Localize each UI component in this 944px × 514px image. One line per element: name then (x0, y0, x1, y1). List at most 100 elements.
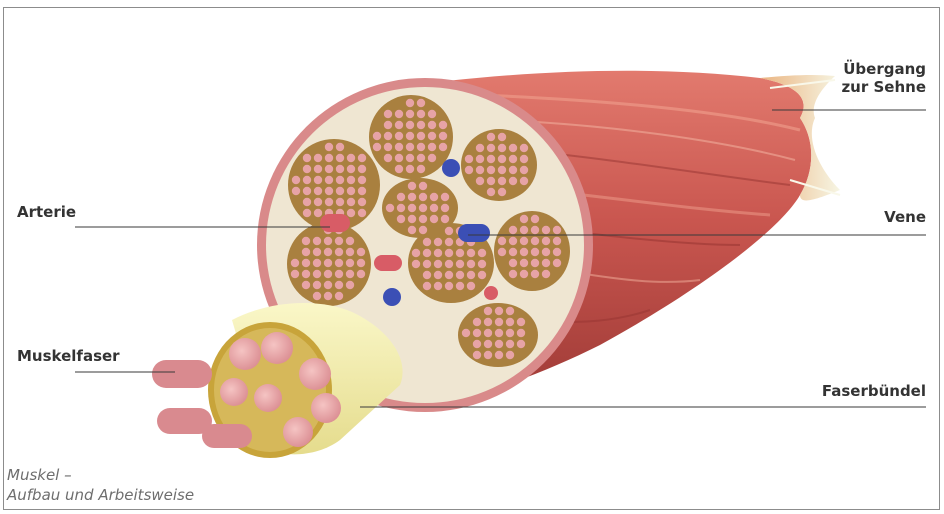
fibre-dot (476, 166, 484, 174)
fibre-dot (495, 351, 503, 359)
fibre-dot (520, 177, 528, 185)
fibre-dot (325, 187, 333, 195)
fibre-dot (531, 237, 539, 245)
fibre-dot (373, 143, 381, 151)
fibre-dot (417, 154, 425, 162)
fibre-dot (384, 121, 392, 129)
fibre-dot (303, 154, 311, 162)
fibre-dot (495, 307, 503, 315)
fibre-dot (553, 248, 561, 256)
fibre-dot (498, 188, 506, 196)
caption-line1: Muskel – (7, 465, 194, 485)
fibre-dot (346, 259, 354, 267)
fibre-dot (434, 238, 442, 246)
fibre-dot (465, 166, 473, 174)
fibre-dot (506, 340, 514, 348)
fibre-dot (347, 198, 355, 206)
fibre-dot (313, 270, 321, 278)
fibre-dot (517, 329, 525, 337)
fibre-dot (291, 259, 299, 267)
fibre-dot (336, 154, 344, 162)
fibre-dot (358, 154, 366, 162)
fibre-dot (434, 271, 442, 279)
fibre-dot (434, 249, 442, 257)
fibre-dot (445, 249, 453, 257)
fibre-dot (495, 318, 503, 326)
fibre-dot (428, 154, 436, 162)
fibre-dot (357, 259, 365, 267)
fibre-dot (419, 204, 427, 212)
fibre-dot (439, 121, 447, 129)
fibre-dot (498, 166, 506, 174)
fibre-dot (506, 351, 514, 359)
fibre-dot (428, 110, 436, 118)
fibre-dot (335, 281, 343, 289)
fibre-dot (314, 209, 322, 217)
fibre-dot (509, 166, 517, 174)
label-uebergang-line1: Übergang (841, 60, 926, 78)
fibre-dot (395, 143, 403, 151)
fibre-dot (324, 237, 332, 245)
fibre-dot (498, 155, 506, 163)
fibre-dot (498, 133, 506, 141)
fibre-dot (456, 260, 464, 268)
fibre-dot (423, 271, 431, 279)
fibre-dot (484, 318, 492, 326)
fibre-dot (346, 237, 354, 245)
fibre-dot (346, 248, 354, 256)
fibre-bundle (152, 303, 403, 458)
fibre-dot (498, 248, 506, 256)
fibre-dot (397, 215, 405, 223)
fibre-dot (430, 193, 438, 201)
fibre-dot (498, 144, 506, 152)
fibre-dot (441, 193, 449, 201)
fibre-dot (423, 260, 431, 268)
fibre-dot (336, 165, 344, 173)
fibre-dot (520, 248, 528, 256)
fibre-dot (487, 144, 495, 152)
fibre-dot (473, 318, 481, 326)
fibre-dot (303, 198, 311, 206)
fibre-dot (439, 132, 447, 140)
fibre-dot (303, 209, 311, 217)
fibre-dot (325, 176, 333, 184)
fibre-dot (302, 248, 310, 256)
fibre-dot (324, 270, 332, 278)
fibre-dot (473, 340, 481, 348)
fibre-dot (292, 176, 300, 184)
fibre-dot (484, 340, 492, 348)
fibre-dot (419, 193, 427, 201)
fibre-dot (487, 166, 495, 174)
fibre-dot (314, 187, 322, 195)
fibre-dot (346, 281, 354, 289)
fibre-dot (445, 282, 453, 290)
fibre-dot (313, 259, 321, 267)
fibre-dot (423, 282, 431, 290)
label-uebergang: Übergang zur Sehne (841, 60, 926, 96)
fibre-dot (358, 165, 366, 173)
fibre-dot (434, 260, 442, 268)
fibre-dot (384, 154, 392, 162)
fibre-dot (509, 259, 517, 267)
fibre-dot (462, 329, 470, 337)
fibre-dot (335, 248, 343, 256)
fibre-dot (542, 259, 550, 267)
fibre-dot (553, 237, 561, 245)
fibre-dot (478, 260, 486, 268)
fibre-dot (484, 307, 492, 315)
fibre-dot (408, 226, 416, 234)
fibre-dot (531, 248, 539, 256)
fibre-dot (484, 351, 492, 359)
fibre-dot (509, 248, 517, 256)
fibre-dot (419, 215, 427, 223)
fibre-dot (335, 270, 343, 278)
fibre-dot (531, 226, 539, 234)
fibre-dot (358, 198, 366, 206)
fibre-dot (517, 340, 525, 348)
fibre-dot (419, 226, 427, 234)
fibre-dot (476, 177, 484, 185)
fibre-dot (336, 187, 344, 195)
fibre-dot (358, 209, 366, 217)
fibre-dot (456, 249, 464, 257)
